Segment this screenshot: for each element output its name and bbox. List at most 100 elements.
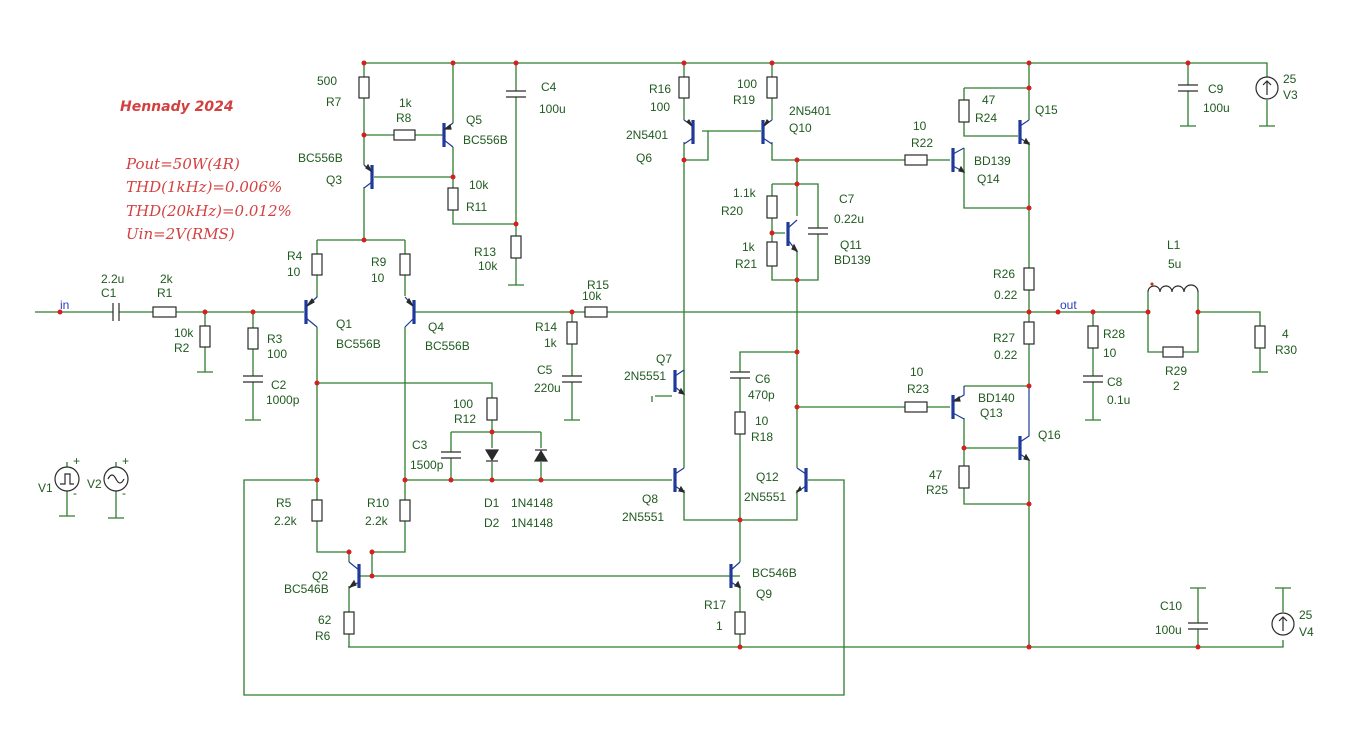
label-r12: R12 — [454, 412, 476, 426]
transistor-q16 — [1018, 386, 1031, 461]
label-c7: C7 — [839, 192, 855, 206]
label-c1-value: 2.2u — [101, 272, 124, 286]
resistor-r15 — [584, 306, 608, 318]
label-r15: R15 — [587, 278, 609, 292]
label-q7-type: 2N5551 — [624, 369, 666, 383]
label-v3: V3 — [1283, 88, 1298, 102]
label-q6-type: 2N5401 — [626, 128, 668, 142]
label-c7-value: 0.22u — [834, 212, 864, 226]
resistor-r26 — [1023, 267, 1035, 291]
label-c9-value: 100u — [1203, 101, 1230, 115]
transistor-q4 — [404, 296, 416, 328]
label-r16-value: 100 — [650, 100, 670, 114]
label-c8-value: 0.1u — [1107, 393, 1130, 407]
label-r17-value: 1 — [716, 619, 723, 633]
resistor-r23 — [904, 401, 928, 413]
label-q2-type: BC546B — [284, 582, 329, 596]
label-q13: Q13 — [980, 406, 1003, 420]
capacitor-c2 — [243, 375, 263, 383]
label-q1-type: BC556B — [336, 337, 381, 351]
label-q10-type: 2N5401 — [789, 104, 831, 118]
transistor-q10 — [761, 118, 773, 145]
resistor-r29 — [1162, 346, 1184, 358]
label-c6-value: 470p — [748, 388, 775, 402]
label-r27: R27 — [993, 331, 1015, 345]
resistor-r14 — [566, 321, 578, 345]
label-q14: Q14 — [977, 172, 1000, 186]
label-r13: R13 — [474, 245, 496, 259]
transistor-q6 — [683, 118, 695, 145]
label-r17: R17 — [704, 598, 726, 612]
label-r10: R10 — [367, 496, 389, 510]
label-q11: Q11 — [840, 238, 862, 252]
label-r21-value: 1k — [742, 240, 756, 254]
resistor-r22 — [904, 154, 928, 166]
label-r1: R1 — [157, 286, 173, 300]
label-c4-value: 100u — [539, 102, 566, 116]
label-r30: R30 — [1275, 343, 1297, 357]
label-c4: C4 — [541, 80, 557, 94]
label-r7-value: 500 — [317, 74, 337, 88]
label-q3-type: BC556B — [298, 151, 343, 165]
label-r28-value: 10 — [1103, 346, 1117, 360]
resistor-r10 — [399, 499, 411, 522]
resistor-r20 — [766, 195, 778, 219]
resistor-r8 — [393, 129, 416, 141]
label-r14: R14 — [535, 320, 557, 334]
note-thd-20khz: THD(20kHz)=0.012% — [126, 202, 292, 220]
resistor-r30 — [1254, 325, 1266, 349]
label-r22-value: 10 — [913, 119, 927, 133]
resistor-r25 — [958, 465, 970, 489]
ground-symbols — [59, 125, 1291, 589]
resistor-r21 — [766, 241, 778, 267]
label-r19-value: 100 — [737, 77, 757, 91]
label-c2: C2 — [271, 378, 287, 392]
label-r19: R19 — [733, 93, 755, 107]
resistor-r16 — [678, 76, 690, 99]
source-v1: + - — [54, 454, 80, 500]
resistor-r9 — [399, 253, 411, 276]
label-r1-value: 2k — [160, 272, 174, 286]
label-r16: R16 — [649, 82, 671, 96]
label-q5-type: BC556B — [463, 133, 508, 147]
label-r18-value: 10 — [755, 414, 769, 428]
label-r11: R11 — [466, 200, 487, 214]
label-r13-value: 10k — [478, 259, 498, 273]
resistor-r13 — [510, 235, 522, 259]
label-r29: R29 — [1165, 364, 1187, 378]
inductor-l1 — [1147, 282, 1199, 293]
resistor-r19 — [766, 76, 778, 99]
label-r23-value: 10 — [910, 365, 924, 379]
label-r26-value: 0.22 — [994, 288, 1018, 302]
label-r8: R8 — [396, 111, 412, 125]
resistor-r4 — [311, 253, 323, 276]
resistor-r7 — [358, 76, 370, 99]
label-r9-value: 10 — [371, 271, 385, 285]
transistor-q3 — [363, 163, 374, 189]
capacitor-c4 — [506, 90, 526, 98]
label-q4: Q4 — [428, 320, 444, 334]
label-l1: L1 — [1167, 238, 1181, 252]
label-r24: R24 — [975, 111, 997, 125]
svg-text:+: + — [122, 454, 129, 468]
resistors — [152, 76, 1266, 635]
resistor-r17 — [734, 611, 746, 635]
resistor-r11 — [447, 187, 459, 211]
label-r18: R18 — [751, 430, 773, 444]
resistor-r28 — [1087, 325, 1099, 349]
label-q3: Q3 — [326, 173, 342, 187]
resistor-r3 — [247, 327, 259, 350]
transistor-q8 — [673, 467, 686, 493]
resistor-r27 — [1023, 321, 1035, 345]
label-r27-value: 0.22 — [994, 348, 1018, 362]
capacitor-c9 — [1178, 84, 1198, 92]
transistor-q1 — [304, 296, 318, 328]
label-r8-value: 1k — [399, 96, 413, 110]
resistor-r1 — [152, 306, 177, 318]
transistor-q12 — [795, 467, 808, 494]
label-q15: Q15 — [1035, 103, 1058, 117]
label-r3-value: 100 — [267, 347, 287, 361]
label-q16: Q16 — [1038, 428, 1061, 442]
resistor-r6 — [343, 611, 355, 635]
